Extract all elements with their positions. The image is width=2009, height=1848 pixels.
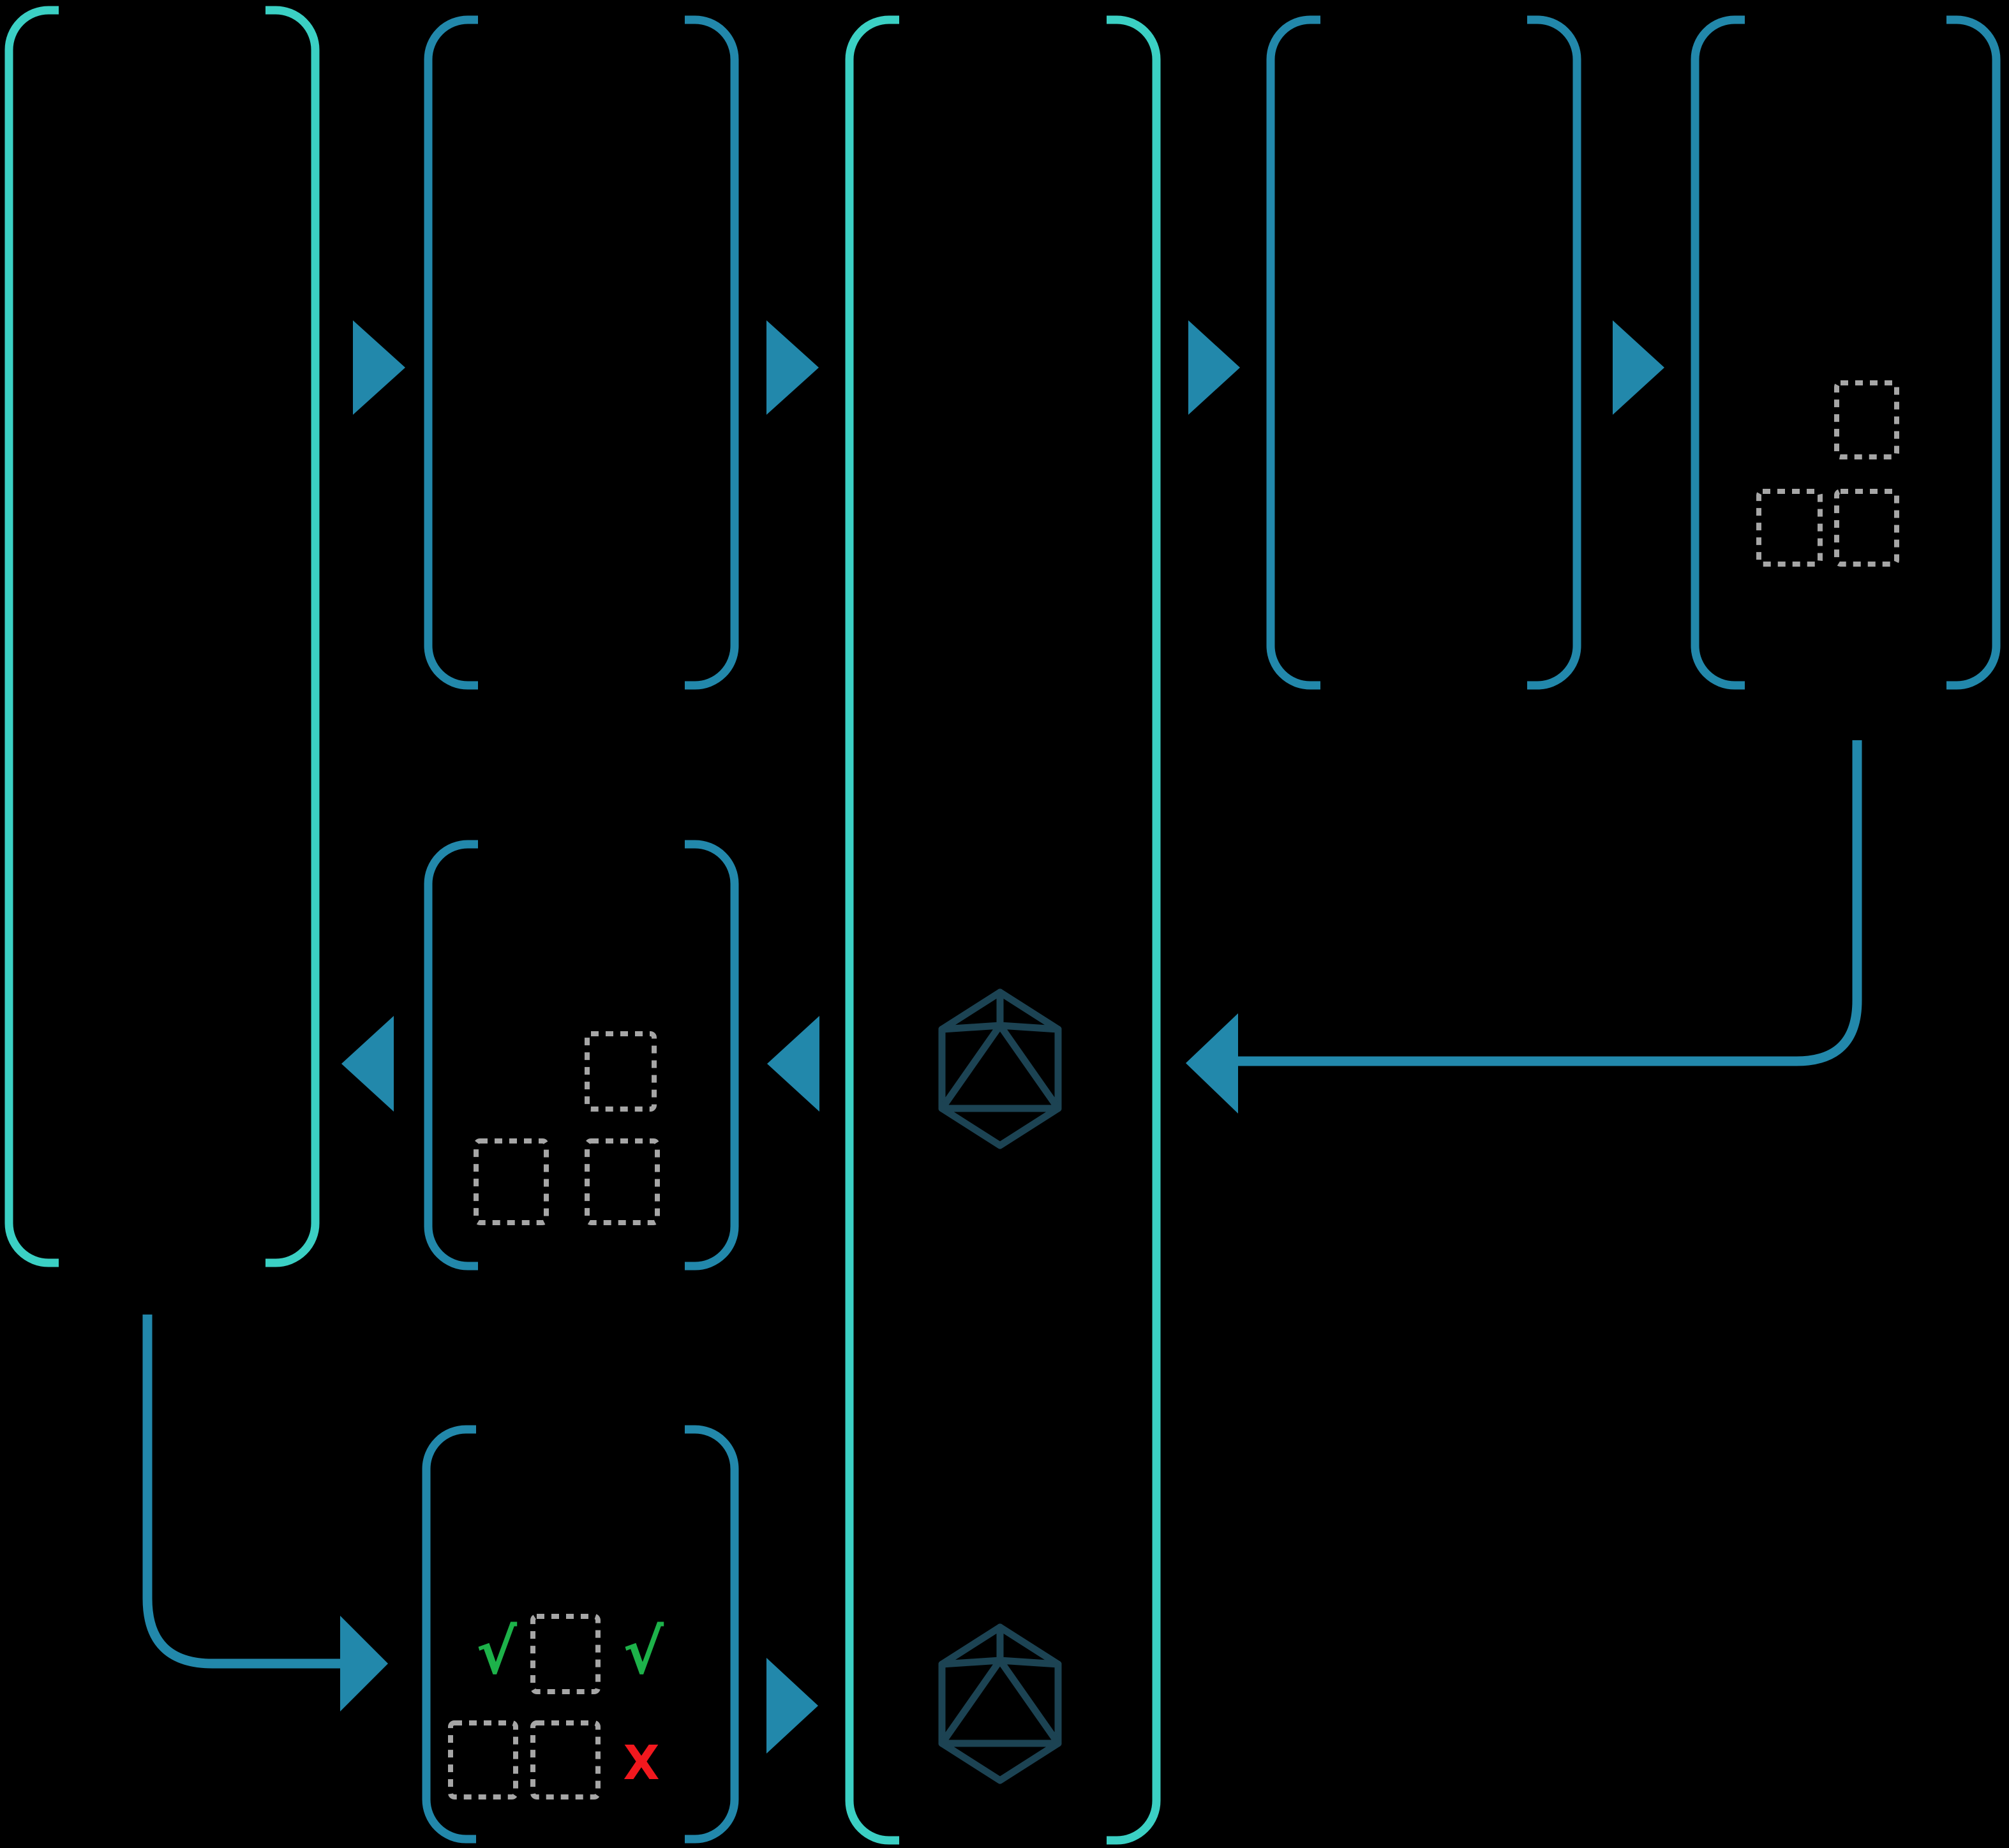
flow-arrow-left-into-stage3 — [1186, 1013, 1238, 1114]
icosahedron-facets — [938, 1623, 1062, 1747]
dotted-square — [448, 1720, 518, 1800]
bracket-left — [1266, 15, 1320, 690]
bracket-right — [265, 6, 320, 1267]
flow-arrow-right-into-stage3 — [766, 1658, 818, 1754]
icosahedron-icon — [938, 988, 1062, 1149]
review-dotted-squares — [474, 1031, 660, 1225]
flow-arrow-left-into-review — [767, 1016, 819, 1112]
flow-arrow-right-2 — [766, 320, 819, 415]
dotted-square — [1834, 380, 1899, 459]
flow-arrow-left-into-stage1 — [341, 1016, 394, 1112]
bracket-right — [1946, 15, 2001, 690]
stage2-box — [424, 15, 739, 690]
stage5-dotted-squares — [1756, 380, 1899, 567]
dotted-square — [1756, 489, 1823, 567]
bracket-right — [1107, 15, 1161, 1845]
flow-arrow-right-into-validation — [340, 1616, 388, 1711]
dotted-square — [585, 1031, 657, 1112]
bracket-left — [424, 15, 478, 690]
stage1-box — [4, 6, 320, 1267]
flow-arrow-right-1 — [353, 320, 405, 415]
flow-arrow-right-3 — [1188, 320, 1240, 415]
bracket-right — [685, 15, 739, 690]
bracket-right — [685, 840, 739, 1270]
bracket-left — [422, 1425, 476, 1844]
bracket-right — [1527, 15, 1581, 690]
check-icon: √ — [623, 1616, 664, 1688]
dotted-square — [530, 1720, 601, 1800]
bracket-left — [4, 6, 59, 1267]
dotted-square — [585, 1138, 660, 1225]
cross-icon: X — [623, 1736, 659, 1791]
review-box — [424, 840, 739, 1270]
flow-arrow-right-4 — [1613, 320, 1664, 415]
dotted-square — [530, 1614, 601, 1694]
dotted-square — [474, 1138, 549, 1225]
stage4-box — [1266, 15, 1581, 690]
stage3-box — [845, 15, 1161, 1845]
bracket-right — [685, 1425, 739, 1844]
validation-box — [422, 1425, 739, 1844]
bracket-left — [424, 840, 478, 1270]
validation-dotted-squares: √ √ X — [448, 1614, 664, 1800]
feedback-connector-bottom — [142, 1315, 340, 1669]
icosahedron-icon — [938, 1623, 1062, 1784]
stage5-box — [1691, 15, 2001, 690]
bracket-left — [1691, 15, 1745, 690]
icosahedron-facets — [938, 988, 1062, 1112]
check-icon: √ — [476, 1616, 518, 1688]
bracket-left — [845, 15, 899, 1845]
dotted-square — [1834, 489, 1899, 567]
feedback-connector-top — [1238, 740, 1862, 1066]
